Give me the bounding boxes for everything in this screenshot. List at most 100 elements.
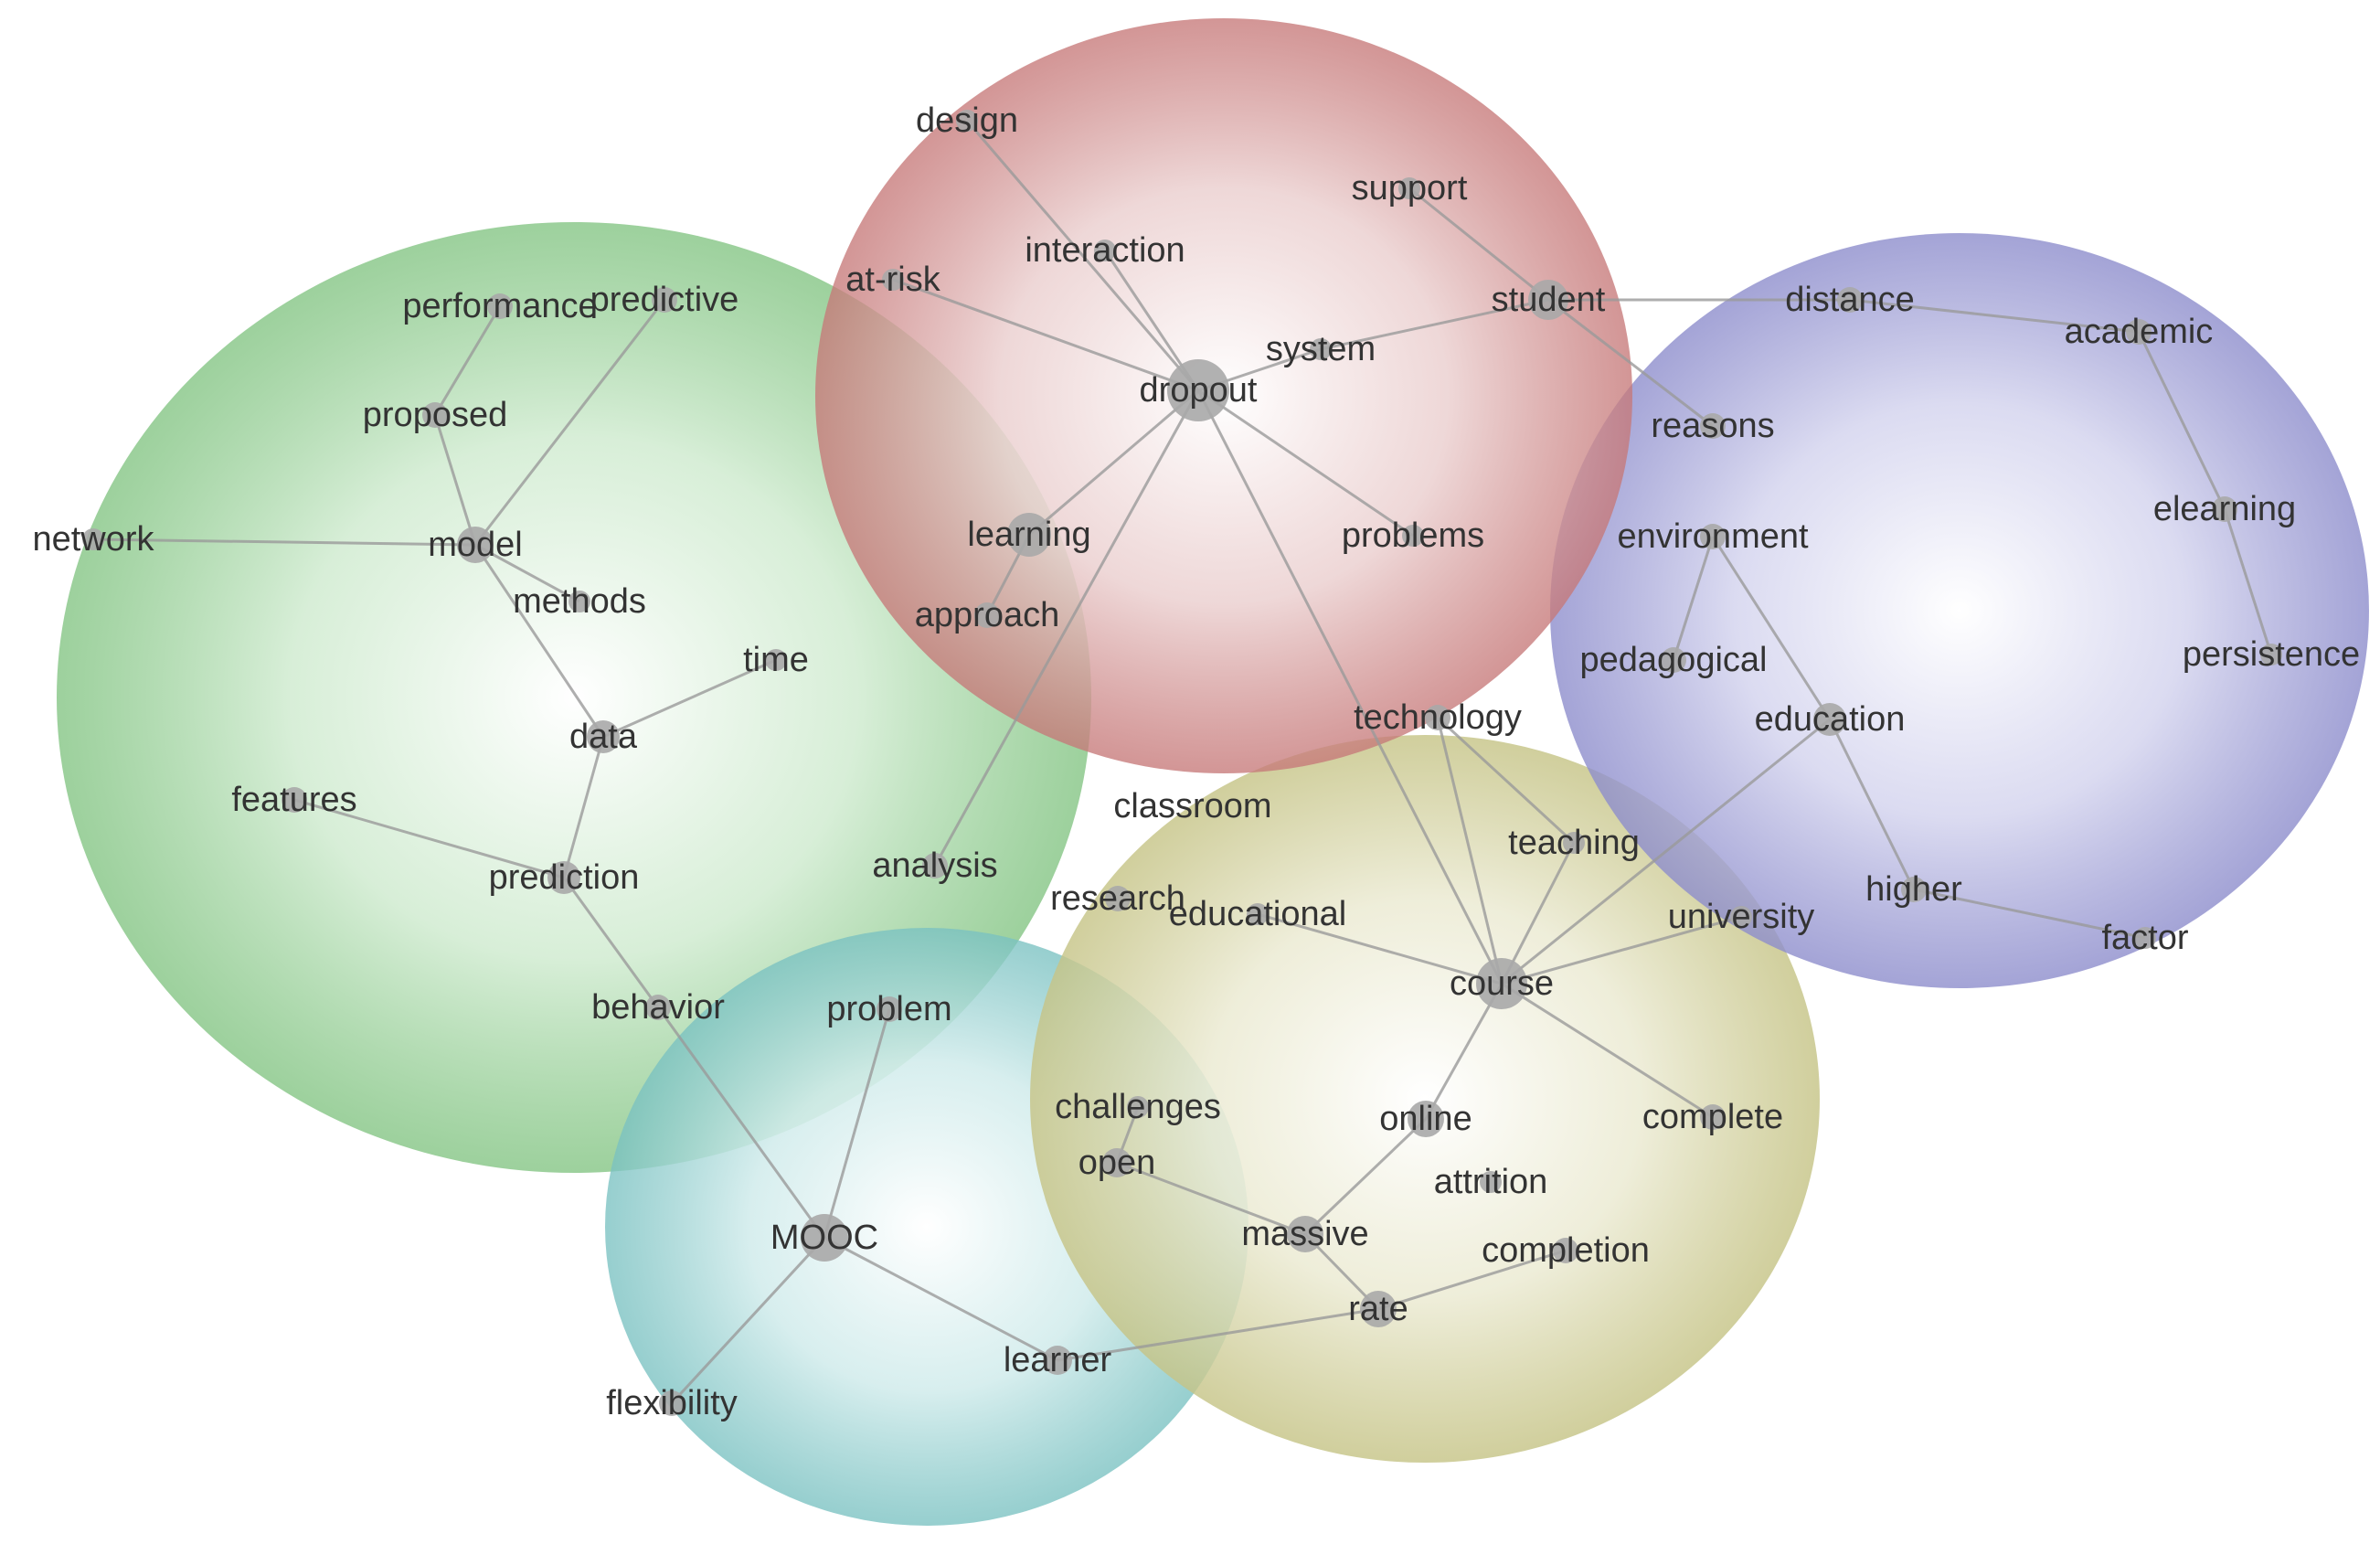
node-data-label: data <box>569 718 638 756</box>
edge-system-student <box>1320 298 1549 351</box>
node-system-label: system <box>1266 330 1376 368</box>
node-dropout-dot <box>1167 359 1229 421</box>
node-reasons-label: reasons <box>1651 407 1774 445</box>
node-predictive-label: predictive <box>590 281 739 319</box>
node-research-label: research <box>1050 879 1185 918</box>
edge-dropout-problems <box>1197 389 1414 538</box>
node-challenges-label: challenges <box>1055 1088 1221 1126</box>
node-analysis-dot <box>922 853 948 878</box>
node-education-label: education <box>1755 700 1906 739</box>
edge-proposed-model <box>433 414 477 546</box>
edge-dropout-course <box>1196 389 1503 985</box>
edge-course-online <box>1424 983 1503 1120</box>
node-at-risk-label: at-risk <box>845 261 940 299</box>
node-open-label: open <box>1078 1144 1156 1182</box>
node-support-dot <box>1398 177 1420 199</box>
node-complete-label: complete <box>1642 1098 1783 1136</box>
edge-prediction-behavior <box>562 877 660 1008</box>
node-completion-dot <box>1553 1238 1578 1263</box>
edge-model-data <box>473 544 605 738</box>
edge-higher-factor <box>1913 888 2146 940</box>
node-approach-label: approach <box>915 596 1059 634</box>
edge-data-prediction <box>562 736 605 878</box>
node-behavior-label: behavior <box>591 988 725 1027</box>
node-performance-label: performance <box>402 287 597 325</box>
node-online-label: online <box>1379 1100 1472 1138</box>
edge-distance-academic <box>1849 298 2140 334</box>
node-mooc-label: MOOC <box>770 1219 878 1257</box>
node-complete-dot <box>1700 1104 1726 1130</box>
edge-education-course <box>1501 718 1831 985</box>
node-behavior-dot <box>645 995 671 1020</box>
edge-data-time <box>602 658 777 739</box>
node-educational-dot <box>1247 903 1269 925</box>
edge-design-dropout <box>965 120 1200 391</box>
node-course-label: course <box>1450 964 1554 1003</box>
node-design-label: design <box>916 101 1018 140</box>
node-problem-dot <box>877 996 902 1022</box>
edge-MOOC-learner <box>823 1236 1058 1362</box>
edge-support-student <box>1408 186 1549 302</box>
node-teaching-dot <box>1563 832 1585 854</box>
node-learning-dot <box>1007 513 1051 557</box>
edge-course-complete <box>1501 982 1714 1119</box>
node-university-label: university <box>1668 898 1815 936</box>
node-support-label: support <box>1352 169 1468 208</box>
node-features-label: features <box>231 781 356 819</box>
node-at-risk-dot <box>882 269 904 291</box>
node-performance-dot <box>487 293 513 319</box>
node-flexibility-label: flexibility <box>606 1384 738 1422</box>
node-distance-dot <box>1837 287 1863 313</box>
edge-learner-rate <box>1057 1307 1379 1362</box>
edge-online-massive <box>1303 1117 1428 1236</box>
node-reasons-dot <box>1700 413 1726 439</box>
node-course-dot <box>1476 958 1527 1009</box>
node-dropout-label: dropout <box>1140 371 1258 410</box>
node-methods-dot <box>568 591 590 612</box>
edge-university-course <box>1501 915 1742 985</box>
node-technology-label: technology <box>1354 698 1522 737</box>
node-student-dot <box>1528 280 1568 320</box>
node-interaction-dot <box>1094 240 1116 261</box>
node-model-dot <box>457 527 494 563</box>
node-features-dot <box>282 787 307 813</box>
node-elearning-label: elearning <box>2153 490 2296 528</box>
edge-rate-completion <box>1377 1249 1567 1311</box>
node-factor-label: factor <box>2101 919 2188 957</box>
node-rate-label: rate <box>1348 1290 1408 1328</box>
node-problems-dot <box>1402 525 1424 547</box>
edge-performance-proposed <box>433 305 502 416</box>
node-classroom-label: classroom <box>1113 787 1271 825</box>
node-attrition-dot <box>1480 1171 1502 1193</box>
node-persistence-label: persistence <box>2183 635 2360 674</box>
edge-dropout-learning <box>1028 389 1199 537</box>
node-higher-dot <box>1901 877 1927 902</box>
node-distance-label: distance <box>1785 281 1915 319</box>
node-environment-dot <box>1700 524 1726 549</box>
edge-network-model <box>92 538 476 547</box>
node-open-dot <box>1102 1148 1132 1177</box>
node-data-dot <box>587 720 620 753</box>
cluster-layer <box>57 18 2369 1526</box>
node-prediction-dot <box>547 861 580 894</box>
node-pedagogical-dot <box>1661 647 1686 673</box>
edge-model-methods <box>474 543 580 603</box>
edge-student-reasons <box>1547 298 1714 428</box>
node-student-label: student <box>1492 281 1606 319</box>
node-elearning-dot <box>2212 496 2237 522</box>
node-teaching-label: teaching <box>1508 824 1640 862</box>
node-challenges-dot <box>1127 1096 1149 1118</box>
node-problem-label: problem <box>826 990 951 1028</box>
node-system-dot <box>1310 338 1332 360</box>
node-prediction-label: prediction <box>489 858 640 897</box>
edge-dropout-analysis <box>933 389 1200 867</box>
node-interaction-label: interaction <box>1025 231 1185 270</box>
node-environment-label: environment <box>1617 517 1809 556</box>
node-completion-label: completion <box>1482 1231 1650 1270</box>
node-learner-label: learner <box>1004 1341 1112 1379</box>
node-rate-dot <box>1360 1291 1397 1327</box>
edge-teaching-course <box>1500 842 1576 985</box>
cluster-yellow <box>1030 735 1820 1463</box>
cluster-blue <box>1550 233 2369 988</box>
node-education-dot <box>1813 703 1846 736</box>
